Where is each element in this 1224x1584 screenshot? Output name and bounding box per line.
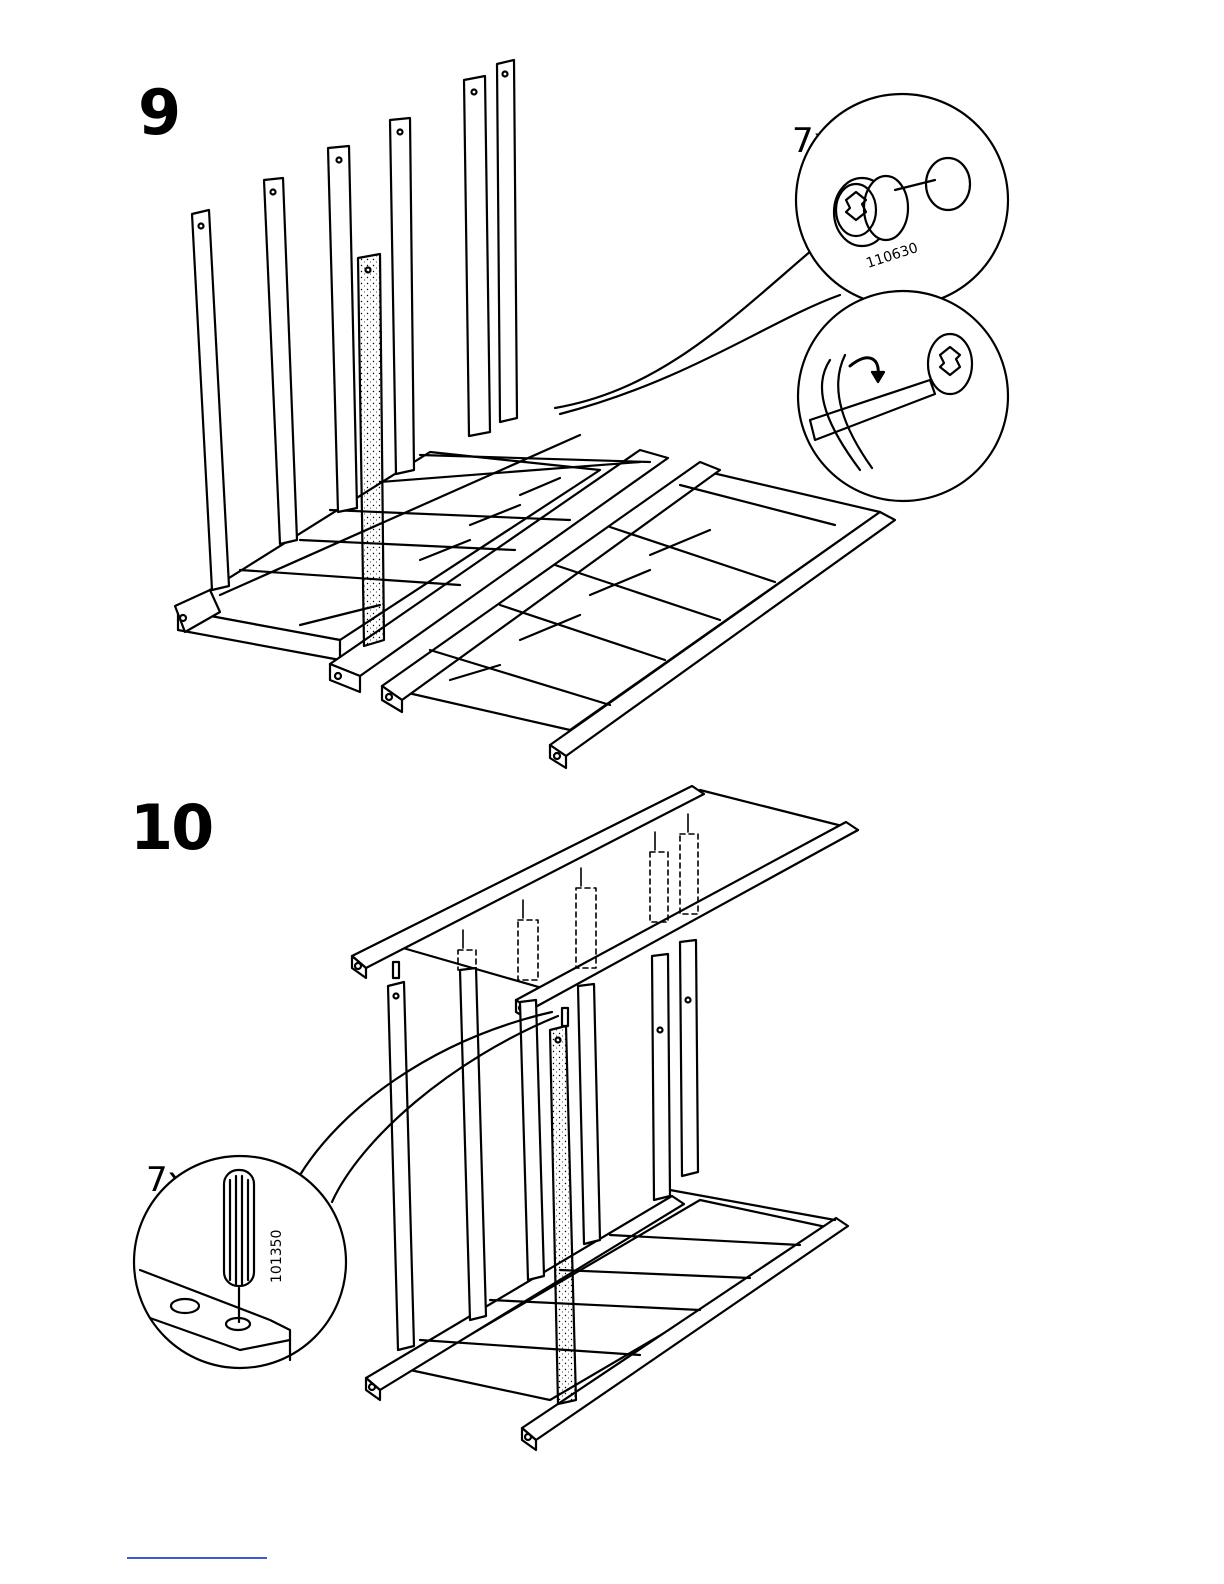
dowel-part-number: 101350 — [269, 1230, 285, 1283]
step-9-drawing: 110630 — [175, 60, 1008, 768]
screwdriver-callout — [798, 291, 1008, 501]
cam-lock-callout: 110630 — [796, 94, 1008, 306]
bottom-frame-panel — [366, 1190, 848, 1450]
step-10-drawing: 101350 — [134, 786, 858, 1450]
footer-rule — [127, 1557, 267, 1559]
step-9-leader — [555, 250, 812, 408]
dowel-callout: 101350 — [134, 1156, 346, 1368]
top-shelf-panel — [352, 786, 858, 1020]
